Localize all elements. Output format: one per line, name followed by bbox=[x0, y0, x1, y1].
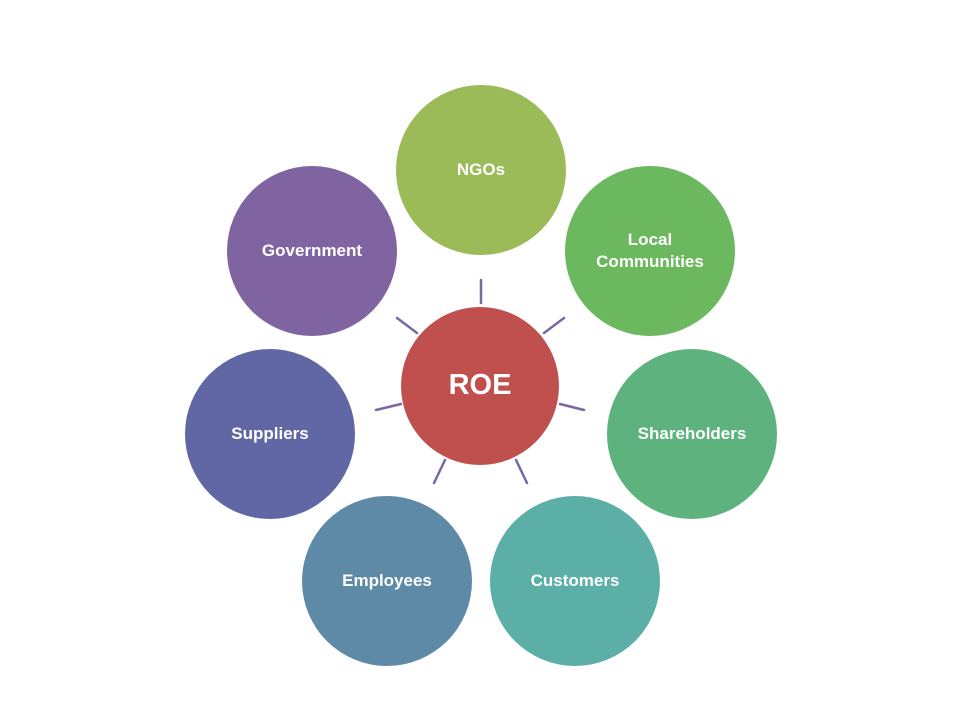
node-government: Government bbox=[227, 166, 397, 336]
center-label: ROE bbox=[448, 369, 512, 402]
connector-shareholders bbox=[558, 402, 586, 412]
connector-suppliers bbox=[374, 402, 403, 412]
node-label: Shareholders bbox=[637, 423, 747, 443]
node-customers: Customers bbox=[490, 496, 660, 666]
node-employees: Employees bbox=[302, 496, 472, 666]
node-label: Suppliers bbox=[231, 423, 309, 443]
connector-local-communities bbox=[542, 316, 566, 335]
node-label: Government bbox=[261, 240, 363, 260]
node-shareholders: Shareholders bbox=[607, 349, 777, 519]
node-label: NGOs bbox=[456, 159, 506, 179]
connector-employees bbox=[432, 458, 447, 485]
node-label: Customers bbox=[530, 570, 620, 590]
node-label: Employees bbox=[342, 570, 432, 590]
center-node-roe: ROE bbox=[401, 307, 559, 465]
node-label: Local Communities bbox=[596, 229, 704, 271]
connector-government bbox=[395, 316, 419, 335]
node-suppliers: Suppliers bbox=[185, 349, 355, 519]
node-local-communities: Local Communities bbox=[565, 166, 735, 336]
node-ngos: NGOs bbox=[396, 85, 566, 255]
connector-customers bbox=[514, 458, 529, 485]
